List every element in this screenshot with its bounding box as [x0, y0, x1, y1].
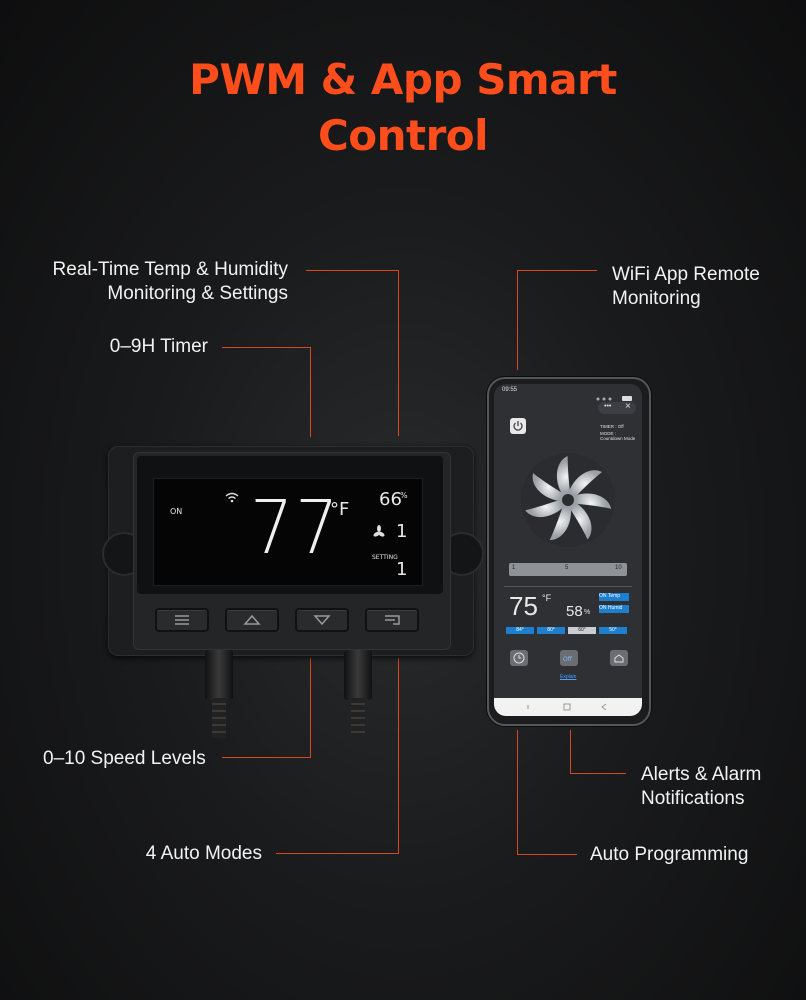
leader-programming-v [517, 730, 518, 855]
lcd-setting-value: 1 [396, 559, 408, 580]
clock-icon [513, 652, 525, 664]
up-button[interactable] [225, 608, 279, 632]
leader-modes-h [276, 853, 399, 854]
settings-button[interactable] [610, 650, 628, 666]
temp-alarm-on: ON [599, 593, 607, 599]
fan-icon [373, 525, 385, 537]
label-speed: 0–10 Speed Levels [43, 748, 206, 769]
leader-wifi-h [517, 270, 597, 271]
leader-wifi-v [517, 270, 518, 370]
nav-icons [527, 703, 607, 711]
speed-slider[interactable]: 1 5 10 [509, 563, 627, 576]
cable-right [351, 698, 365, 738]
label-wifi: WiFi App Remote Monitoring [612, 263, 792, 311]
lcd-humidity-unit: % [400, 491, 408, 500]
lcd-temperature: 77 [250, 485, 341, 571]
label-wifi-line1: WiFi App Remote [612, 264, 760, 285]
app-menu-capsule: ••• × [598, 401, 636, 414]
app-humidity: 58 [566, 603, 583, 620]
explain-link[interactable]: Explain [560, 674, 577, 680]
mode-status: MODE : Countdown Mode [600, 431, 636, 441]
leader-speed-v [310, 658, 311, 758]
leader-timer-h [222, 347, 311, 348]
leader-realtime-h [306, 270, 399, 271]
title-line-1: PWM & App Smart [189, 55, 617, 104]
label-programming: Auto Programming [590, 844, 749, 865]
enter-icon [385, 615, 400, 625]
label-realtime-line1: Real-Time Temp & Humidity [52, 259, 288, 280]
timer-status: TIMER : Off [600, 424, 624, 429]
setpoint-1[interactable]: 84° [506, 627, 534, 634]
humid-alarm-toggle[interactable]: ON Humid [599, 605, 629, 613]
leader-programming-h [517, 854, 577, 855]
setpoint-2[interactable]: 80° [537, 627, 565, 634]
leader-alerts-h [570, 773, 626, 774]
lcd-fan-level: 1 [396, 521, 408, 542]
leader-speed-h [222, 757, 311, 758]
cable-connector-right [344, 650, 372, 700]
battery-icon [596, 396, 632, 401]
setpoint-3[interactable]: 60° [568, 627, 596, 634]
label-realtime: Real-Time Temp & Humidity Monitoring & S… [20, 258, 288, 306]
menu-dots-button[interactable]: ••• [604, 403, 612, 410]
triangle-down-icon [313, 615, 331, 626]
label-wifi-line2: Monitoring [612, 288, 701, 309]
slider-min: 1 [512, 565, 516, 571]
lcd-setting-label: SETTING [372, 554, 398, 561]
svg-text:Off: Off [563, 656, 573, 663]
cable-connector-left [205, 650, 233, 700]
label-alerts: Alerts & Alarm Notifications [641, 763, 791, 811]
power-button[interactable] [510, 418, 526, 434]
readings-panel: 75 °F 58 % ON Temp ON Humid 84° 80° 60° … [504, 586, 632, 639]
app-temp-unit: °F [542, 593, 552, 603]
lcd-status: ON [170, 507, 183, 516]
close-button[interactable]: × [625, 401, 631, 412]
app-temperature: 75 [509, 591, 538, 621]
humid-alarm-tag: Humid [607, 605, 623, 611]
label-realtime-line2: Monitoring & Settings [107, 283, 288, 304]
menu-button[interactable] [155, 608, 209, 632]
leader-alerts-v [570, 730, 571, 774]
label-timer: 0–9H Timer [109, 336, 208, 357]
lcd-humidity: 66 [379, 489, 402, 510]
cable-left [212, 698, 226, 738]
wifi-icon [225, 492, 239, 503]
enter-button[interactable] [365, 608, 419, 632]
setpoint-4[interactable]: 50° [599, 627, 627, 634]
home-icon [614, 654, 624, 663]
nav-bar [494, 698, 642, 716]
power-icon [513, 421, 523, 431]
down-button[interactable] [295, 608, 349, 632]
slider-mid: 5 [565, 565, 569, 571]
leader-timer-v [310, 347, 311, 437]
app-humidity-unit: % [584, 609, 591, 616]
app-screen: 09:55 ••• × TIMER : Off MODE : Countdown… [494, 384, 642, 716]
lcd-display: ON 77 °F 66 % 1 SETTING 1 [153, 478, 423, 586]
label-alerts-line2: Notifications [641, 788, 745, 809]
status-clock: 09:55 [502, 387, 518, 393]
temp-alarm-tag: Temp [607, 593, 621, 599]
title-line-2: Control [317, 111, 489, 160]
status-icons [594, 389, 634, 401]
label-alerts-line1: Alerts & Alarm [641, 764, 762, 785]
leader-modes-v [398, 658, 399, 854]
mode-icon: Off [563, 656, 573, 663]
leader-realtime-v [398, 270, 399, 436]
fan-graphic [521, 453, 615, 547]
slider-max: 10 [615, 565, 622, 571]
lcd-temp-unit: °F [330, 499, 350, 520]
label-modes: 4 Auto Modes [145, 843, 262, 864]
triangle-up-icon [243, 614, 261, 625]
menu-icon [175, 615, 189, 625]
page-title: PWM & App Smart Control [0, 52, 806, 164]
timer-button[interactable] [510, 650, 528, 666]
humid-alarm-on: ON [599, 605, 607, 611]
mode-button[interactable]: Off [560, 650, 578, 666]
temp-alarm-toggle[interactable]: ON Temp [599, 593, 629, 601]
